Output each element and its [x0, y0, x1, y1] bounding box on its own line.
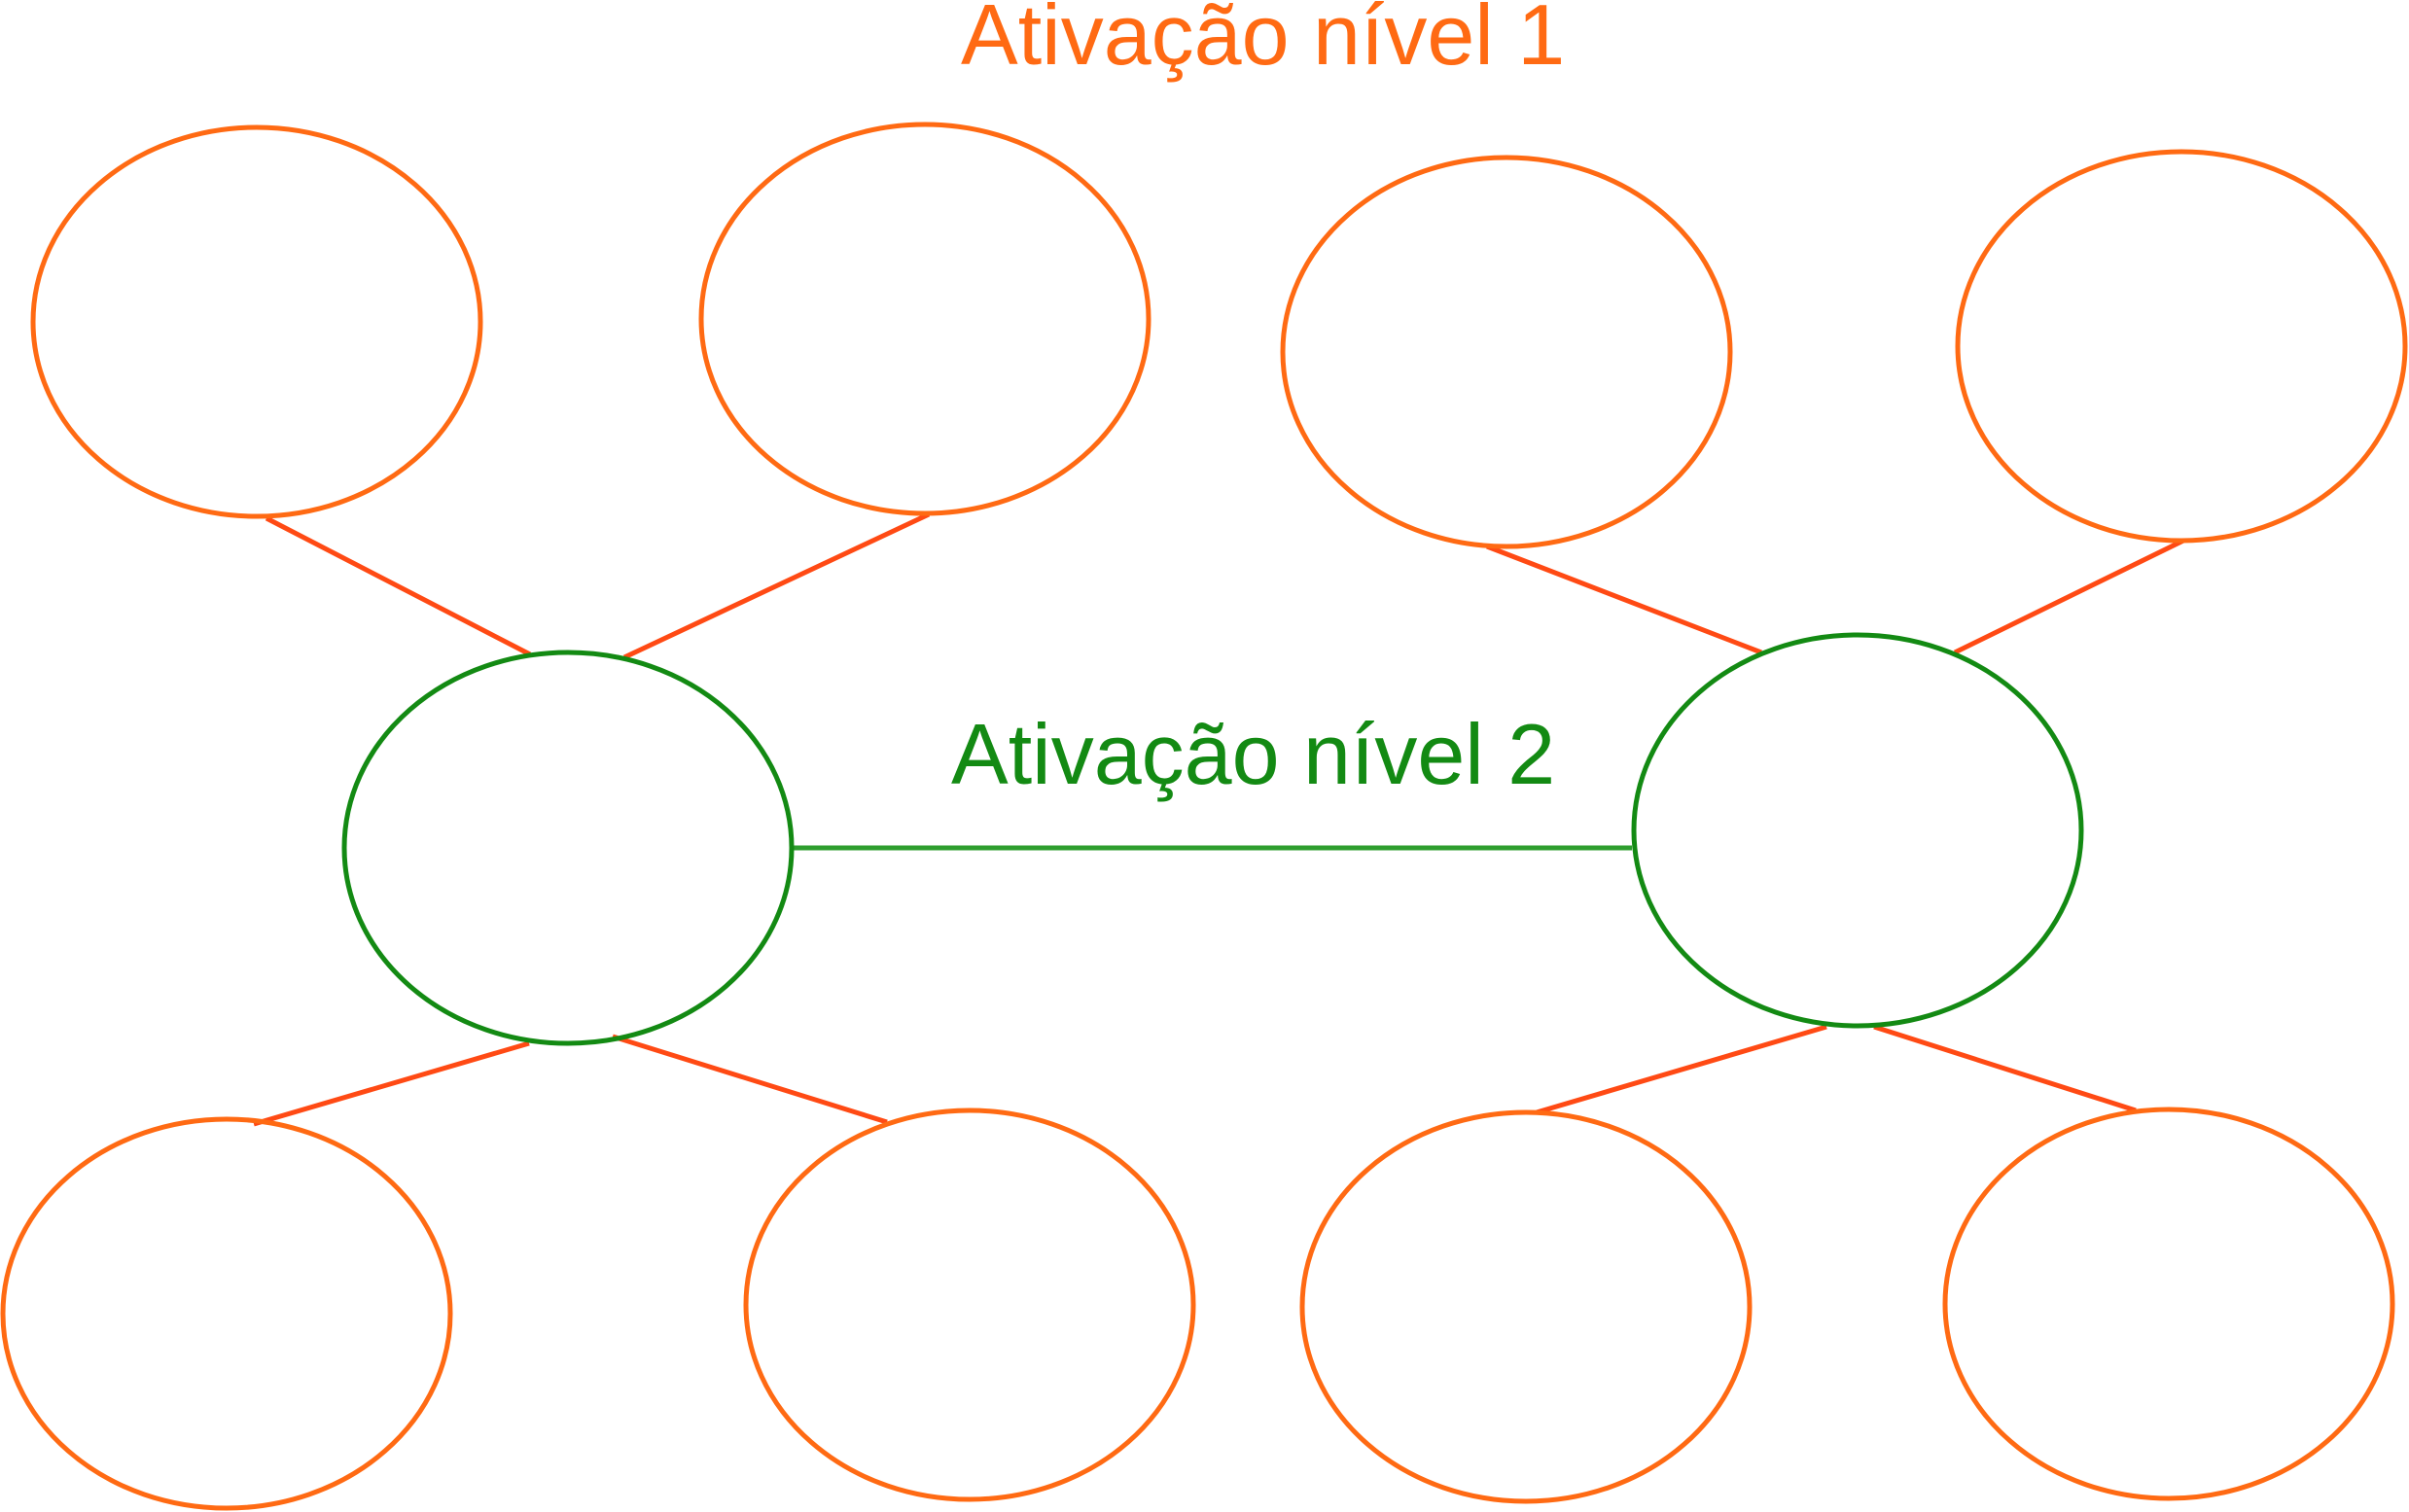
node-top-right-1: [1280, 155, 1733, 549]
node-bottom-left-1: [0, 1116, 453, 1511]
node-bottom-right-2: [1942, 1107, 2395, 1501]
level-2-nodes: [341, 632, 2084, 1046]
hub-node-left: [341, 650, 795, 1046]
node-bottom-left-2: [743, 1108, 1196, 1502]
connector-right-hub-top-right: [1953, 538, 2185, 655]
level-1-nodes: [0, 122, 2408, 1511]
hub-node-right: [1631, 632, 2084, 1029]
connector-left-hub-bottom-right: [612, 1034, 888, 1125]
connector-left-hub-top-left: [265, 515, 532, 657]
node-bottom-right-1: [1299, 1109, 1753, 1504]
node-top-left-2: [698, 122, 1151, 516]
connector-right-hub-top-left: [1486, 544, 1762, 655]
connector-right-hub-bottom-right: [1873, 1024, 2137, 1113]
node-top-left-1: [30, 124, 483, 519]
connector-left-hub-bottom-left: [253, 1040, 530, 1127]
label-activation-level-2: Ativação nível 2: [951, 706, 1555, 802]
label-activation-level-1: Ativação nível 1: [961, 0, 1565, 83]
node-top-right-2: [1955, 149, 2408, 544]
connector-right-hub-bottom-left: [1536, 1024, 1827, 1115]
connector-left-hub-top-right: [622, 511, 931, 660]
level-1-connectors: [253, 511, 2185, 1127]
